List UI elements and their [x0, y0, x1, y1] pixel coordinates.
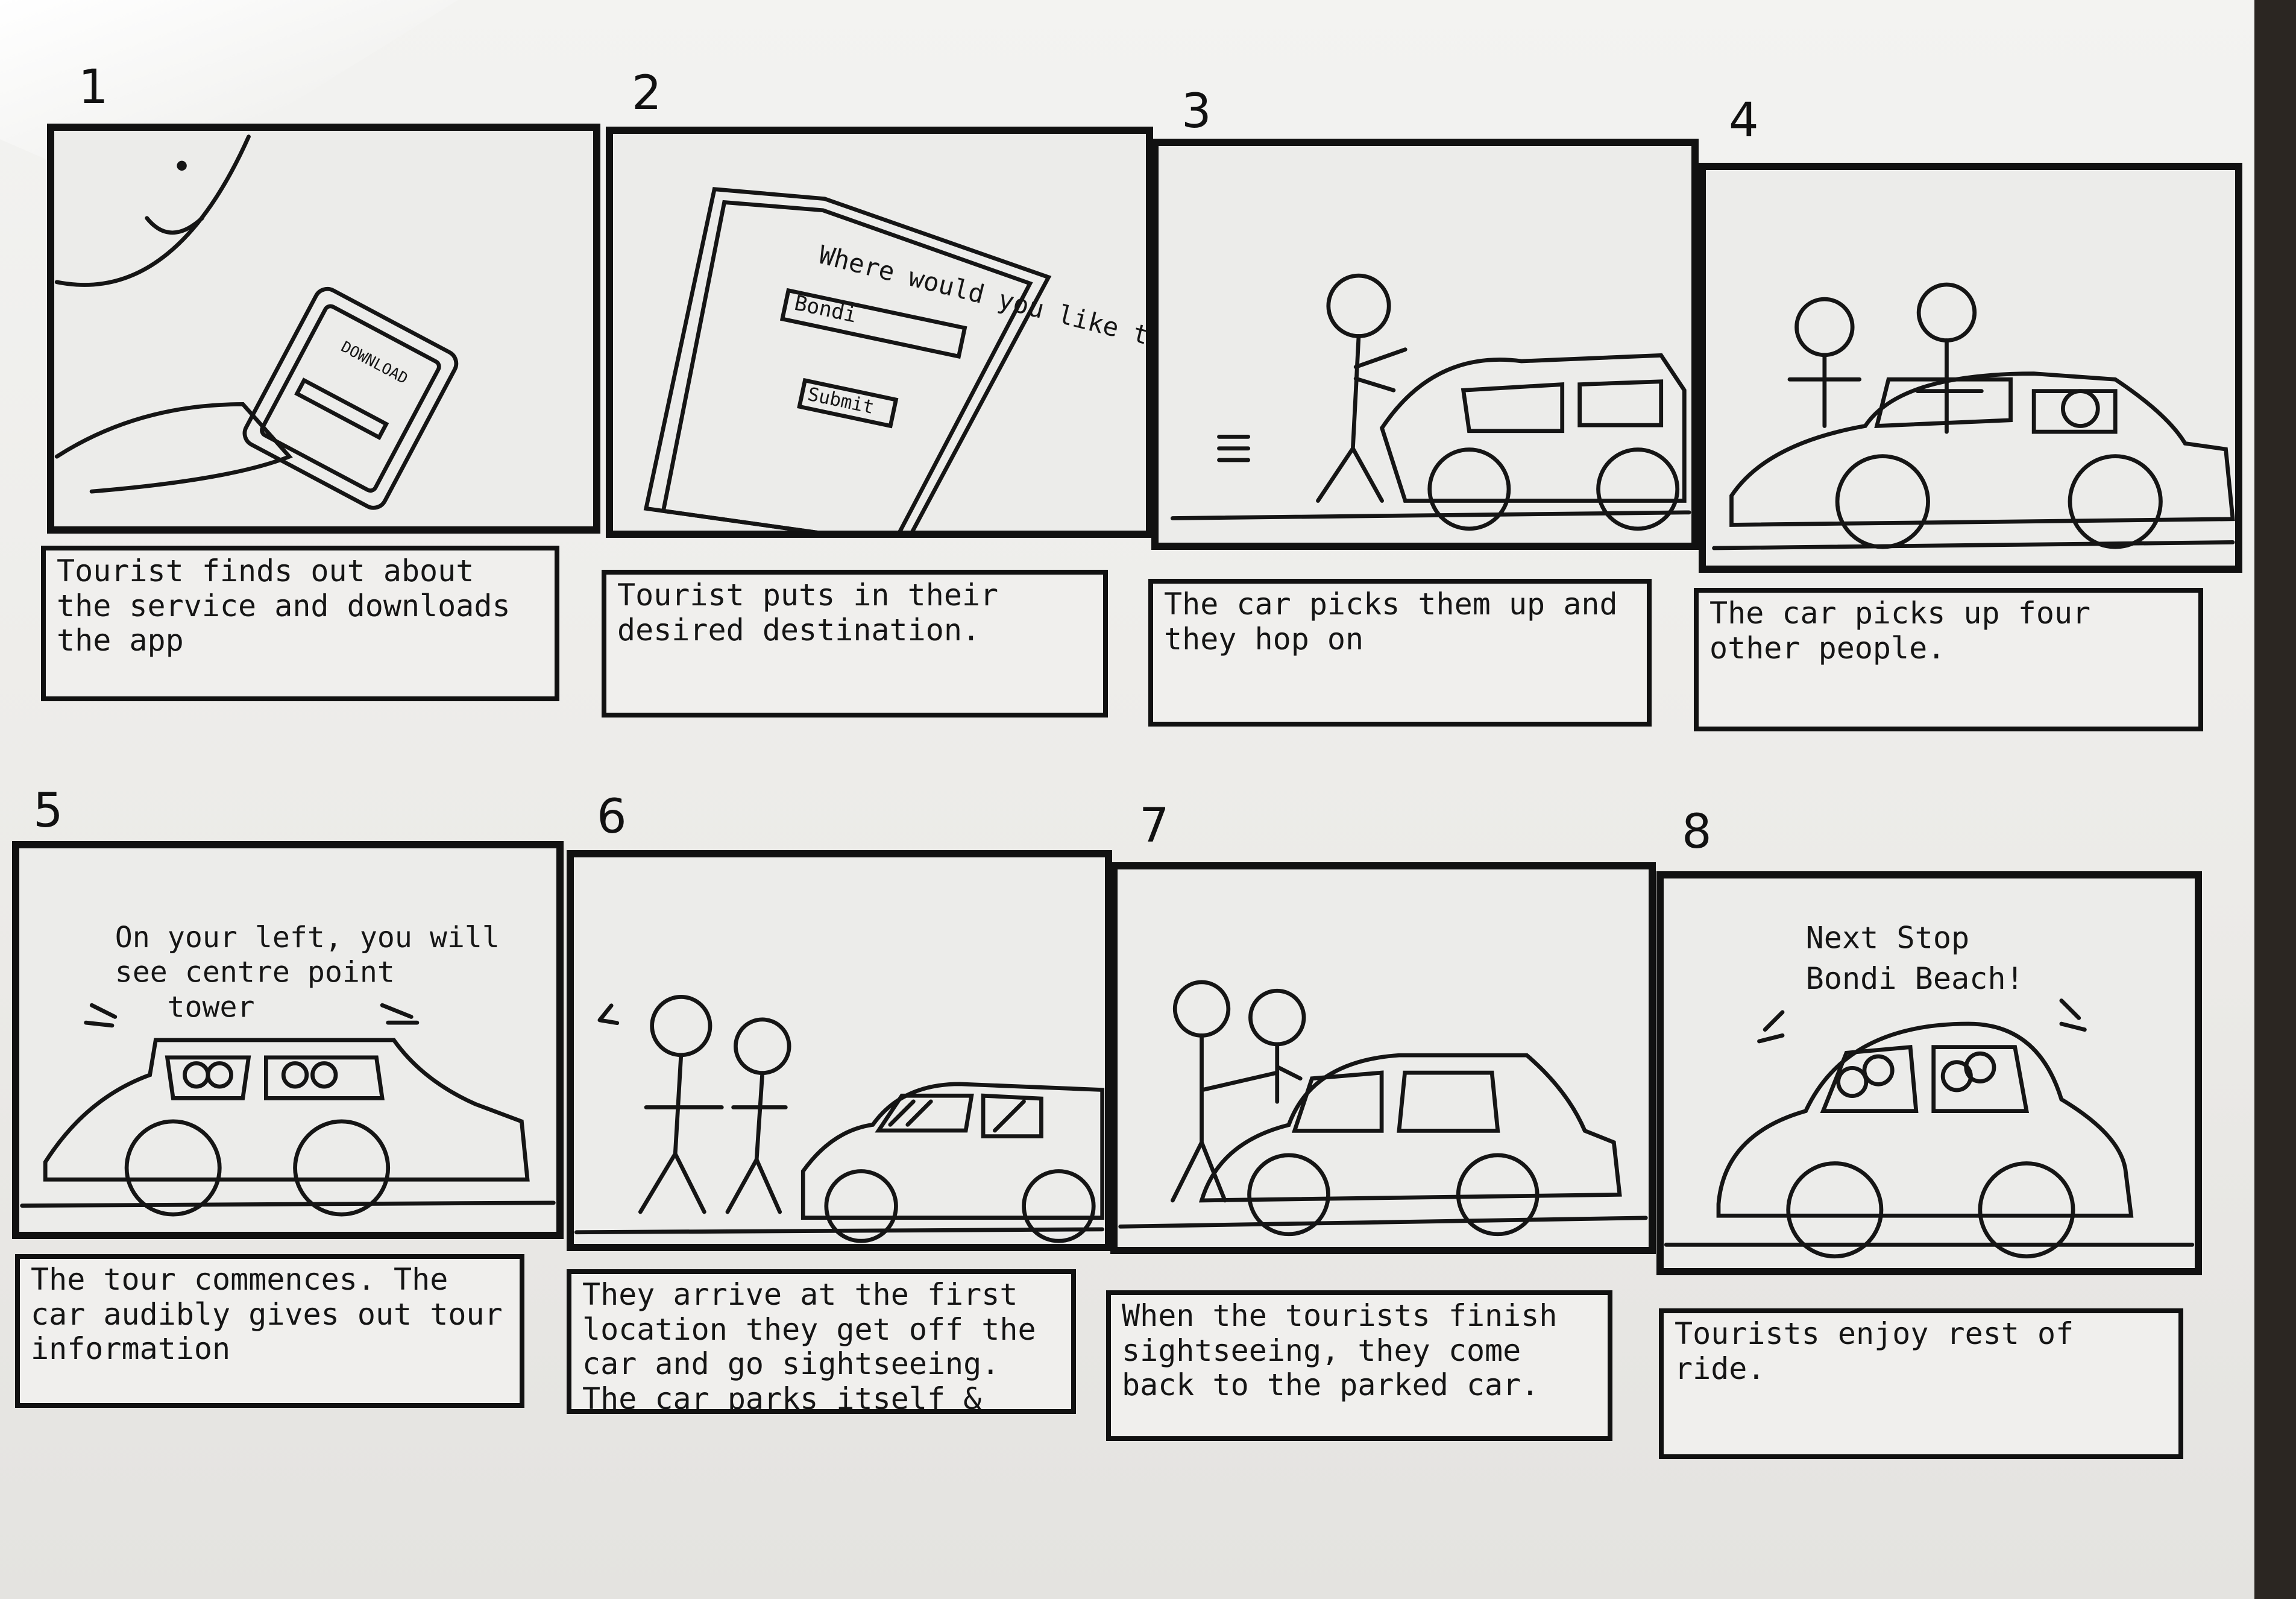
panel-8-caption: Tourists enjoy rest of ride. [1659, 1308, 2183, 1459]
panel-3-caption: The car picks them up and they hop on [1148, 579, 1652, 727]
panel-5-speech-2: see centre point [115, 956, 395, 989]
panel-3-number: 3 [1181, 84, 1212, 139]
panel-8-sketch: Next Stop Bondi Beach! [1664, 920, 2195, 1259]
panel-1-sketch: DOWNLOAD [54, 134, 459, 510]
panel-5-sketch: On your left, you will see centre point … [20, 921, 556, 1217]
panel-4-frame [1699, 163, 2242, 573]
panel-3-sketch [1170, 273, 1691, 531]
panel-5-speech-3: tower [168, 990, 255, 1024]
panel-2-sketch: Where would you like to go? Bondi Submit [643, 187, 1146, 531]
panel-5-caption: The tour commences. The car audibly give… [15, 1254, 524, 1408]
panel-5-frame: On your left, you will see centre point … [12, 841, 564, 1239]
panel-2-number: 2 [632, 66, 662, 121]
panel-8-number: 8 [1682, 805, 1712, 859]
panel-2-frame: Where would you like to go? Bondi Submit [606, 127, 1153, 538]
panel-7-frame [1110, 862, 1656, 1254]
panel-6-sketch [574, 994, 1105, 1243]
panel-8-speech-2: Bondi Beach! [1806, 960, 2024, 996]
panel-6-number: 6 [597, 790, 627, 844]
panel-8-frame: Next Stop Bondi Beach! [1656, 871, 2202, 1275]
panel-8-speech-1: Next Stop [1806, 920, 1970, 956]
download-label: DOWNLOAD [338, 338, 410, 387]
panel-1-caption: Tourist finds out about the service and … [41, 546, 559, 701]
panel-2-caption: Tourist puts in their desired destinatio… [602, 570, 1108, 718]
panel-5-number: 5 [33, 784, 63, 838]
panel-1-number: 1 [78, 60, 109, 115]
panel-7-caption: When the tourists finish sightseeing, th… [1106, 1290, 1612, 1441]
panel-7-number: 7 [1139, 799, 1169, 853]
panel-4-caption: The car picks up four other people. [1694, 588, 2203, 731]
panel-6-frame [567, 850, 1112, 1251]
panel-6-caption: They arrive at the first location they g… [567, 1269, 1076, 1414]
panel-1-frame: DOWNLOAD [47, 124, 600, 534]
panel-7-sketch [1118, 980, 1648, 1237]
panel-4-sketch [1712, 282, 2235, 550]
panel-5-speech-1: On your left, you will [115, 921, 500, 954]
panel-4-number: 4 [1729, 93, 1759, 148]
panel-3-frame [1151, 139, 1699, 550]
